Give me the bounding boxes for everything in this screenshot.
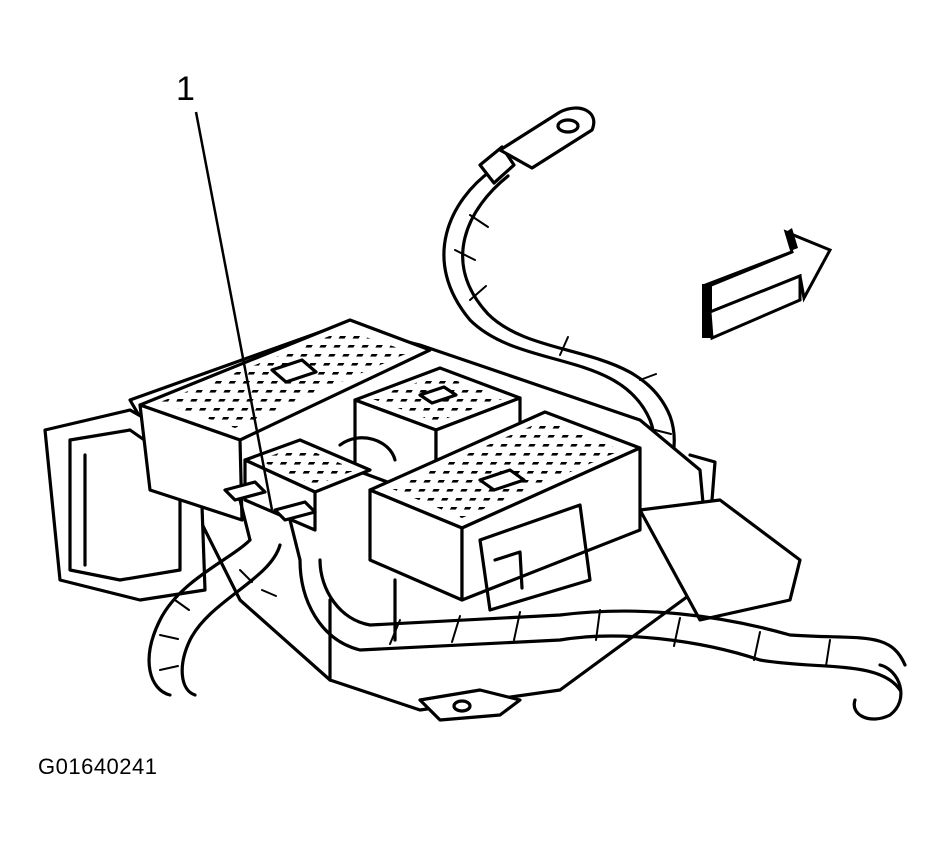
callout-number: 1: [176, 70, 195, 108]
mounting-foot: [418, 688, 522, 722]
callout-leader-line: [194, 111, 274, 511]
figure-id: G01640241: [38, 754, 158, 779]
relay-cover-right: [368, 410, 642, 612]
relay-cover-large: [138, 318, 432, 522]
connector-tabs: [223, 480, 317, 562]
wiring-harness: [147, 538, 907, 721]
direction-arrow-icon: [702, 228, 833, 341]
